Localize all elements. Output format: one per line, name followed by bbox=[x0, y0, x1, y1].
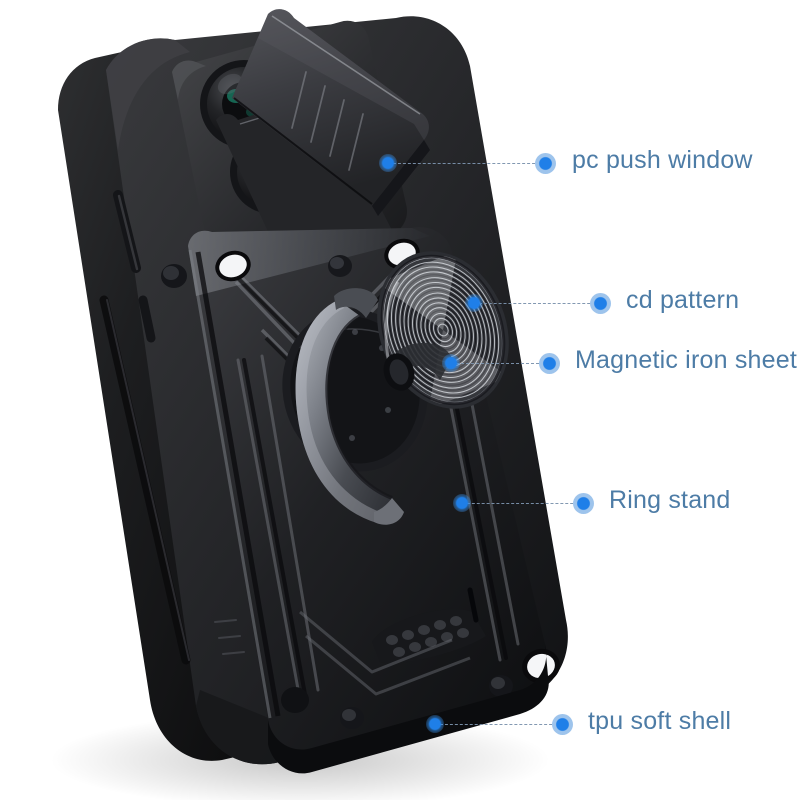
callout-label-pc-push-window: pc push window bbox=[572, 145, 753, 174]
marker-dot-ring-stand[interactable] bbox=[572, 492, 594, 514]
anchor-dot-magnetic-iron-sheet[interactable] bbox=[442, 354, 460, 372]
ring-hinge-arm bbox=[383, 342, 452, 391]
marker-dot-pc-push-window[interactable] bbox=[534, 152, 556, 174]
callout-label-magnetic-iron-sheet: Magnetic iron sheet bbox=[575, 345, 797, 374]
callout-label-tpu-soft-shell: tpu soft shell bbox=[588, 706, 732, 735]
ring-stand-kickstand bbox=[295, 288, 404, 525]
lead-line-cd-pattern bbox=[474, 303, 600, 304]
armor-pegs-bottom bbox=[281, 675, 513, 729]
lead-line-pc-push-window bbox=[388, 163, 545, 164]
anchor-dot-cd-pattern[interactable] bbox=[465, 294, 483, 312]
side-buttons bbox=[113, 190, 156, 343]
marker-dot-cd-pattern[interactable] bbox=[589, 292, 611, 314]
callout-label-ring-stand: Ring stand bbox=[609, 485, 731, 514]
grip-texture-patch bbox=[372, 609, 486, 664]
anchor-dot-pc-push-window[interactable] bbox=[379, 154, 397, 172]
callout-label-cd-pattern: cd pattern bbox=[626, 285, 740, 314]
marker-dot-tpu-soft-shell[interactable] bbox=[551, 713, 573, 735]
lead-line-tpu-soft-shell bbox=[435, 724, 562, 725]
armor-pegs bbox=[161, 255, 352, 288]
lead-line-ring-stand bbox=[462, 503, 583, 504]
anchor-dot-tpu-soft-shell[interactable] bbox=[426, 715, 444, 733]
lanyard-hole-bottom bbox=[522, 648, 560, 684]
marker-dot-magnetic-iron-sheet[interactable] bbox=[538, 352, 560, 374]
lanyard-hole-top bbox=[215, 250, 251, 282]
lead-line-magnetic-iron-sheet bbox=[451, 363, 549, 364]
anchor-dot-ring-stand[interactable] bbox=[453, 494, 471, 512]
